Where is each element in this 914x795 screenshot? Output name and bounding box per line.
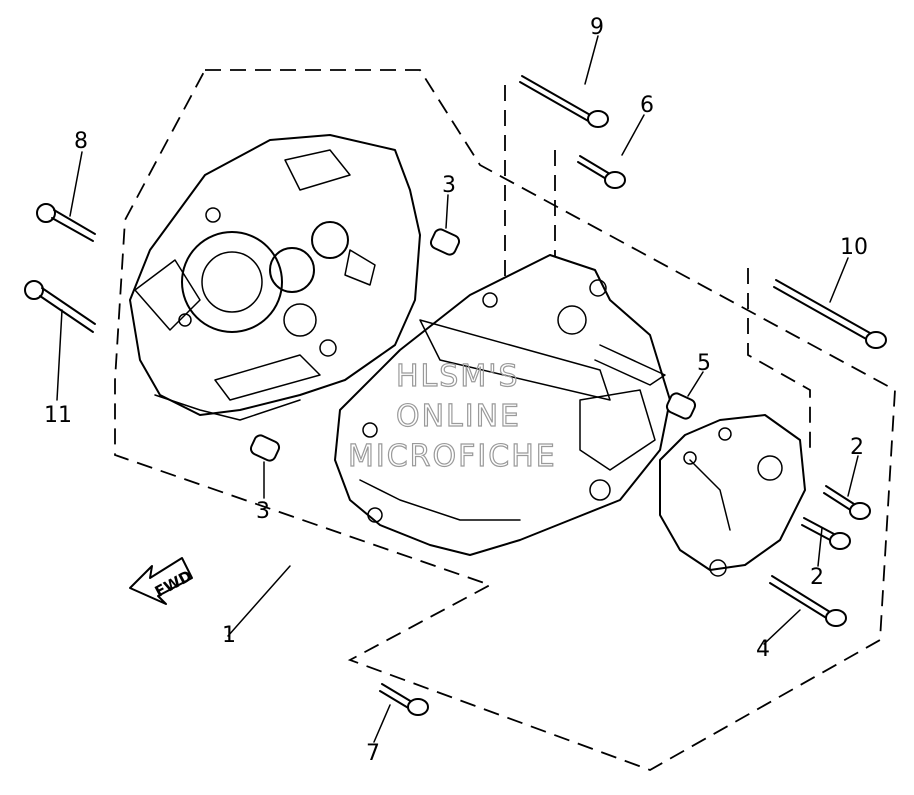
bolt-7 [379,683,429,716]
callout-3-upper: 3 [442,173,456,198]
callout-2-lower: 2 [810,565,824,590]
bolt-8 [36,203,96,242]
bolt-2-lower [801,517,851,550]
dowel-pin-lower [249,434,281,462]
callout-11: 11 [44,403,72,428]
watermark-line-3: MICROFICHE [348,439,557,474]
bolt-11 [24,280,96,333]
left-crankcase-half [129,134,421,421]
callout-6: 6 [640,93,654,118]
leader-lines [56,35,859,743]
callout-3-lower: 3 [256,499,270,524]
callout-5: 5 [697,351,711,376]
watermark: HLSM'S ONLINE MICROFICHE [347,358,557,474]
callout-labels: 9 6 8 3 10 5 11 2 3 2 1 4 7 [44,15,868,766]
callout-8: 8 [74,129,88,154]
callout-2-upper: 2 [850,435,864,460]
bolt-6 [577,155,626,189]
callout-10: 10 [840,235,868,260]
watermark-line-1: HLSM'S [396,359,520,394]
watermark-line-2: ONLINE [396,399,521,434]
forward-direction-arrow: FWD [129,557,195,605]
callout-1: 1 [222,623,236,648]
dowel-pin-upper [429,228,461,256]
right-crankcase-half [334,254,671,556]
callout-4: 4 [756,637,770,662]
dowel-pin-cover [665,392,697,420]
bolt-2-upper [823,485,871,520]
crankcase-cover [659,414,806,577]
bolt-10 [773,279,887,349]
callout-9: 9 [590,15,604,40]
bolt-9 [519,75,609,128]
callout-7: 7 [366,741,380,766]
bolt-4 [769,575,847,627]
